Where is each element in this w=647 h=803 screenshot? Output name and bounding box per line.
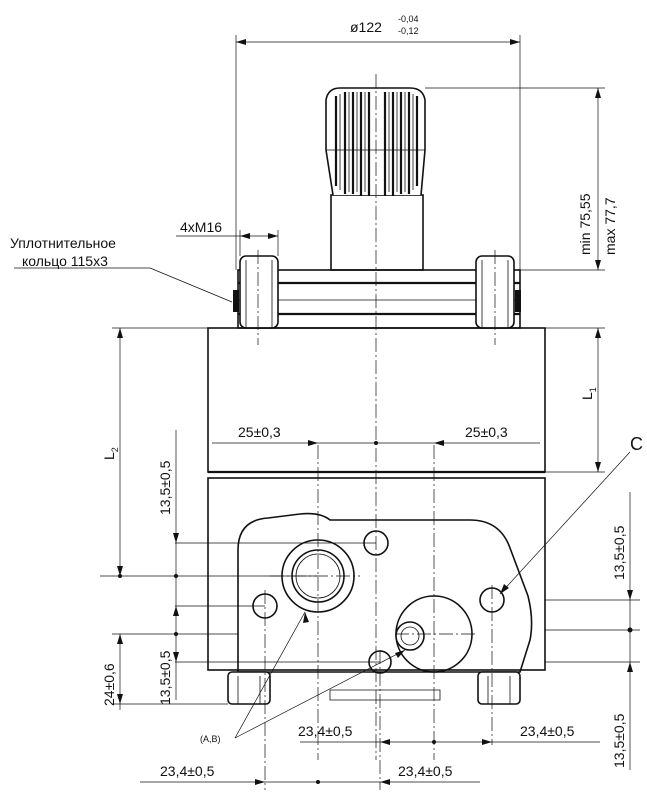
dim-left-vert-2: 13,5±0,5 [157,650,173,705]
seal-ring-line2: кольцо 115x3 [22,253,108,269]
dim-thread: 4xM16 [180,219,222,235]
center-lines [257,74,496,790]
dim-right-vert-2: 13,5±0,5 [611,713,627,768]
dim-shaft-min: min 75,55 [577,193,593,255]
ports [252,530,505,674]
dim-horiz-3: 23,4±0,5 [160,763,215,779]
dim-diameter-tol-upper: -0,04 [398,14,419,24]
dim-l1: L1 [579,387,598,400]
dim-horiz-2: 23,4±0,5 [520,723,575,739]
dim-left-vert-1: 13,5±0,5 [157,460,173,515]
mounting-flange [233,255,521,329]
dim-left-vert-3: 24±0,6 [101,663,117,706]
dimension-lines [14,35,640,785]
dim-port-right: 25±0,3 [465,424,508,440]
splined-shaft [325,87,426,271]
dim-horiz-4: 23,4±0,5 [398,763,453,779]
dim-horiz-1: 23,4±0,5 [298,723,353,739]
dim-l2: L2 [101,447,120,460]
ports-label: (A,B) [200,734,221,744]
dimension-texts: ø122 -0,04 -0,12 min 75,55 max 77,7 4xM1… [10,14,643,779]
dim-diameter: ø122 [350,19,382,35]
dim-diameter-tol-lower: -0,12 [398,26,419,36]
seal-ring-line1: Уплотнительное [10,235,116,251]
motor-body [207,327,546,705]
dim-port-left: 25±0,3 [238,424,281,440]
callout-c: C [630,434,643,454]
dim-shaft-max: max 77,7 [602,197,618,255]
dim-right-vert-1: 13,5±0,5 [611,525,627,580]
